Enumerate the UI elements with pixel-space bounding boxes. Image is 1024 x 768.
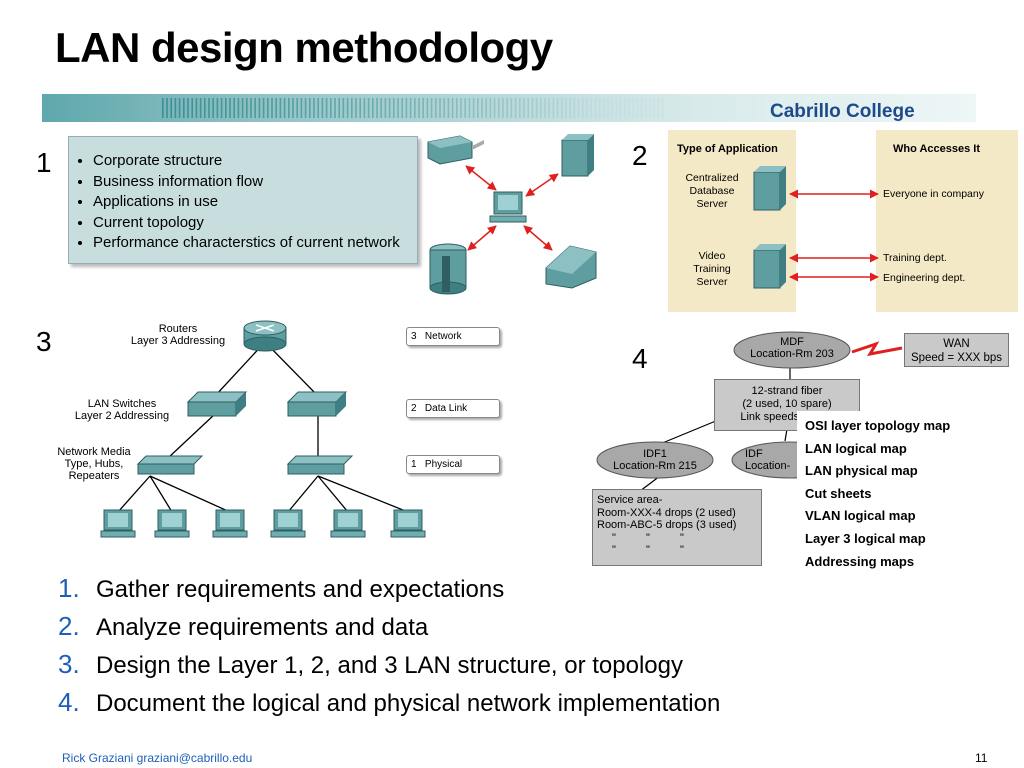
hub-icon [286,455,354,475]
wan-link-icon [851,341,903,357]
hub-icon [136,455,204,475]
requirement-item: Corporate structure [93,151,417,172]
storage-icon [429,243,467,295]
panel-number-3: 3 [36,326,52,357]
map-item: LAN physical map [805,463,918,479]
hierarchy-diagram [100,320,426,538]
access-panel [876,130,1018,312]
server-icon [753,244,786,289]
switch-icon [186,391,248,417]
server-icon [753,166,786,211]
map-list: OSI layer topology map LAN logical map L… [797,411,997,571]
map-item: VLAN logical map [805,508,916,524]
page-title: LAN design methodology [55,24,553,71]
requirement-item: Current topology [93,213,417,234]
access-training: Training dept. [883,252,947,264]
step-item: 4.Document the logical and physical netw… [58,687,721,717]
pc-icon [390,509,426,538]
application-header: Type of Application [677,143,778,155]
pc-icon [330,509,366,538]
map-item: Layer 3 logical map [805,530,926,546]
requirements-box: Corporate structure Business information… [68,136,418,264]
header-banner [42,94,976,122]
step-item: 3.Design the Layer 1, 2, and 3 LAN struc… [58,649,684,679]
mdf-node [733,331,851,369]
osi-layer-2-box: 2 Data Link [406,399,500,418]
step-item: 2.Analyze requirements and data [58,611,429,641]
page-number: 11 [975,751,988,765]
router-icon [243,320,287,352]
step-item: 1.Gather requirements and expectations [58,573,505,603]
panel-number-1: 1 [36,147,52,178]
fiber-box: 12-strand fiber(2 used, 10 spare)Link sp… [714,379,860,431]
steps-list: 1.Gather requirements and expectations 2… [58,573,938,725]
printer-icon [427,135,484,165]
requirement-item: Business information flow [93,172,417,193]
pc-icon [270,509,306,538]
requirement-item: Performance characterstics of current ne… [93,233,417,254]
map-item: Cut sheets [805,485,872,501]
osi-layer-1-box: 1 Physical [406,455,500,474]
map-item: OSI layer topology map [805,418,951,433]
access-engineering: Engineering dept. [883,272,966,284]
osi-layer-3-box: 3 Network [406,327,500,346]
map-item: LAN logical map [805,440,907,456]
server-icon [561,134,594,177]
idf1-node [596,441,714,479]
access-header: Who Accesses It [893,143,981,155]
panel-number-4: 4 [632,343,648,374]
access-everyone: Everyone in company [883,188,984,200]
map-item: Addressing maps [805,553,915,569]
brand-logo-text: Cabrillo College [770,101,915,122]
pc-icon [154,509,190,538]
footer-author: Rick Graziani graziani@cabrillo.edu [62,751,253,765]
workstation-icon [489,191,527,223]
switch-icon [286,391,348,417]
requirement-item: Applications in use [93,192,417,213]
pc-icon [100,509,136,538]
application-access-diagram [753,166,879,289]
network-device-icon [545,245,597,289]
hub-diagram [427,134,597,295]
pc-icon [212,509,248,538]
service-area-box: Service area- Room-XXX-4 drops (2 used) … [592,489,762,566]
panel-number-2: 2 [632,140,648,171]
